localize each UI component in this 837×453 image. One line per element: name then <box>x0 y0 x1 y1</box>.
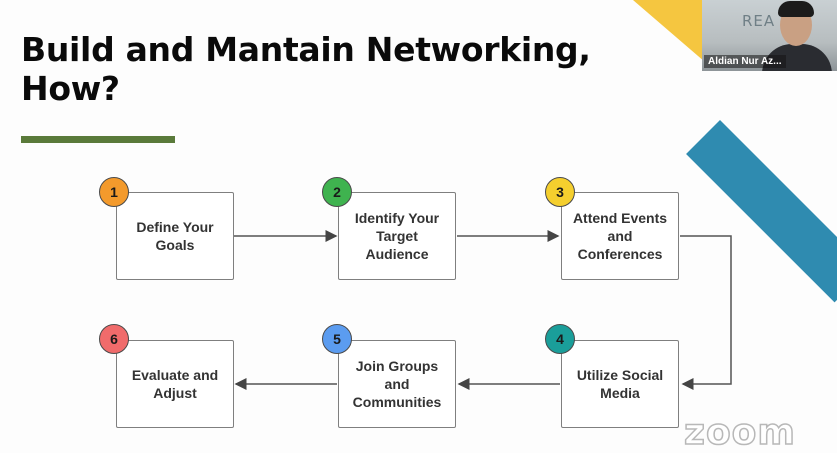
step-6-badge: 6 <box>99 324 129 354</box>
slide-title-line-2: How? <box>21 69 120 108</box>
step-2-badge: 2 <box>322 177 352 207</box>
step-3-label: Attend Events and Conferences <box>572 210 668 262</box>
title-accent-bar <box>21 136 175 143</box>
step-4-badge: 4 <box>545 324 575 354</box>
step-box-define-goals: Define Your Goals <box>116 192 234 280</box>
slide-title-line-1: Build and Mantain Networking, <box>21 30 591 69</box>
step-box-evaluate-adjust: Evaluate and Adjust <box>116 340 234 428</box>
step-1-number: 1 <box>110 184 118 200</box>
step-2-number: 2 <box>333 184 341 200</box>
step-5-number: 5 <box>333 331 341 347</box>
step-3-badge: 3 <box>545 177 575 207</box>
step-5-label: Join Groups and Communities <box>352 358 442 410</box>
slide-title: Build and Mantain Networking, How? <box>21 30 591 108</box>
step-6-number: 6 <box>110 331 118 347</box>
step-3-number: 3 <box>556 184 564 200</box>
step-box-attend-events: Attend Events and Conferences <box>561 192 679 280</box>
step-4-number: 4 <box>556 331 564 347</box>
step-box-identify-audience: Identify Your Target Audience <box>338 192 456 280</box>
arrow-3-to-4 <box>680 235 732 390</box>
step-6-label: Evaluate and Adjust <box>131 367 219 401</box>
step-2-label: Identify Your Target Audience <box>354 210 440 262</box>
step-1-badge: 1 <box>99 177 129 207</box>
video-background-text: REA <box>742 12 776 30</box>
participant-name-label: Aldian Nur Az... <box>704 55 786 68</box>
step-1-label: Define Your Goals <box>136 219 214 253</box>
zoom-watermark: zoom <box>683 411 796 453</box>
step-5-badge: 5 <box>322 324 352 354</box>
participant-video-tile[interactable]: REA Aldian Nur Az... <box>702 0 837 71</box>
step-box-utilize-social-media: Utilize Social Media <box>561 340 679 428</box>
step-box-join-groups: Join Groups and Communities <box>338 340 456 428</box>
step-4-label: Utilize Social Media <box>576 367 664 401</box>
participant-hair <box>778 1 814 17</box>
